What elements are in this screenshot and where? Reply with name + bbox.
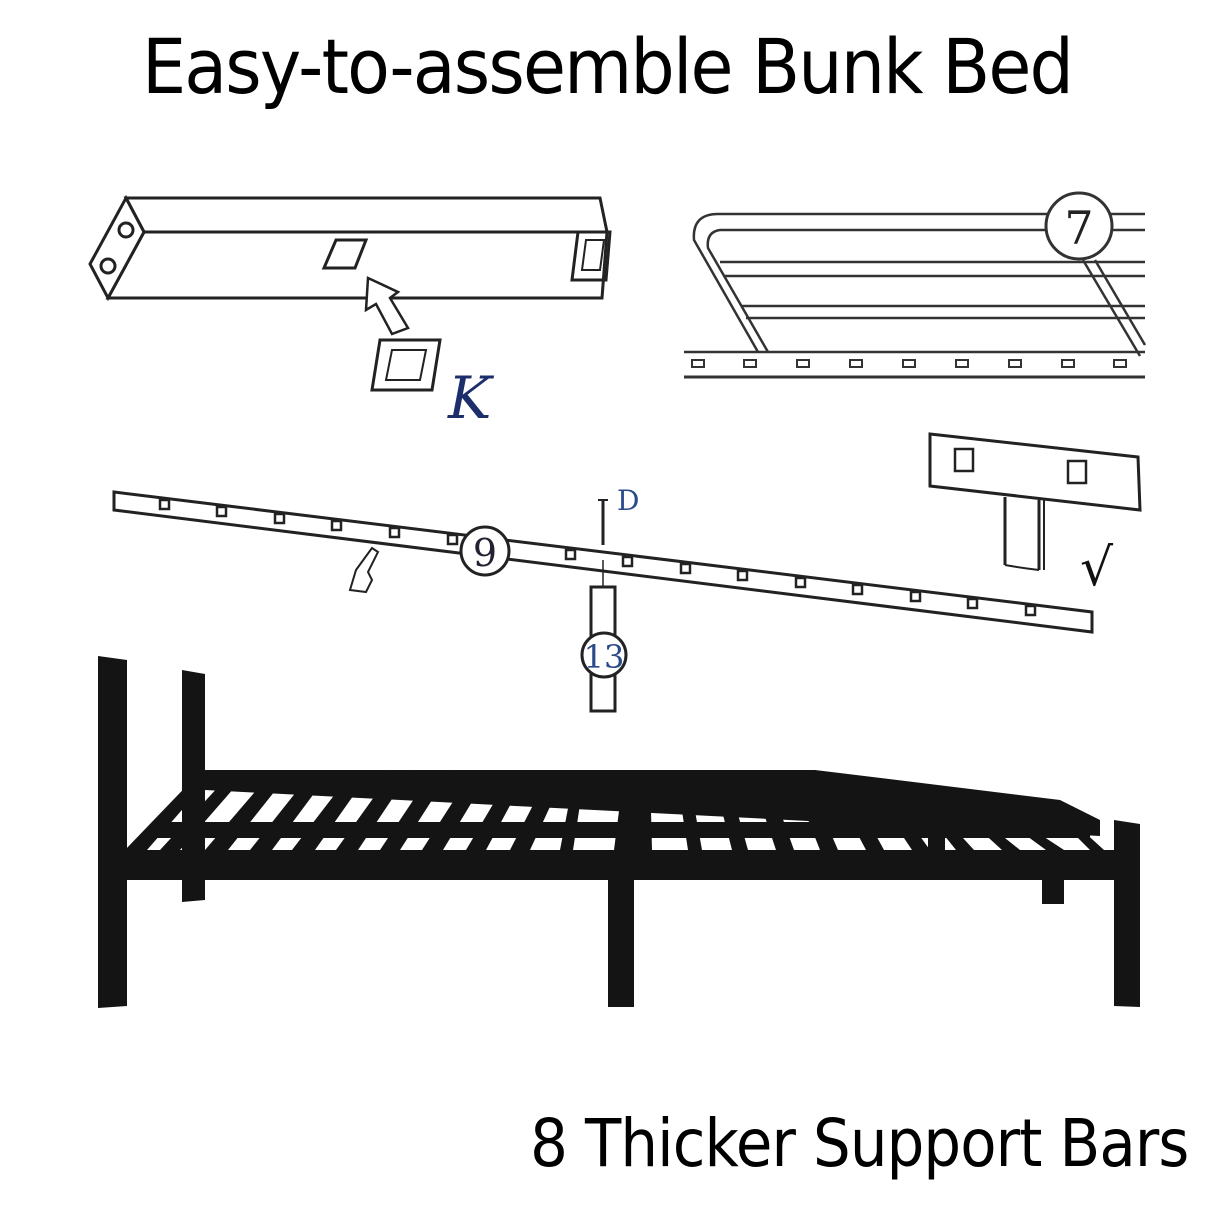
feature-caption: 8 Thicker Support Bars [529, 1105, 1189, 1182]
page-title: Easy-to-assemble Bunk Bed [141, 22, 1074, 111]
check-mark-icon: √ [1080, 538, 1114, 598]
guardrail-illustration [684, 191, 1147, 379]
bracket-detail-illustration [928, 432, 1142, 571]
part-label-k: K [447, 364, 495, 432]
part-label-d: D [617, 484, 639, 517]
part-label-9: 9 [473, 531, 497, 575]
part-label-7: 7 [1064, 201, 1093, 255]
square-tube-illustration [88, 194, 612, 392]
long-rail-illustration [112, 490, 1094, 713]
bed-frame-render [98, 656, 1140, 1008]
part-label-13: 13 [584, 638, 625, 676]
